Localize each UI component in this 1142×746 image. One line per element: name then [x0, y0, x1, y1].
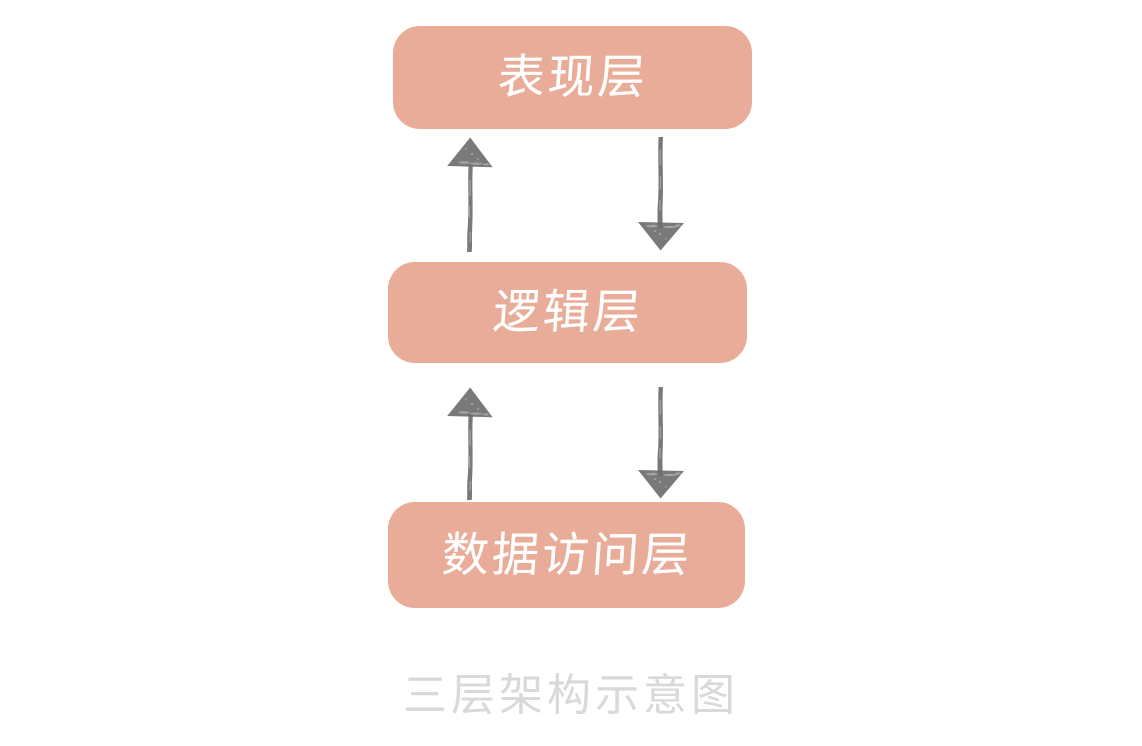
layer-box-presentation[interactable]: 表现层: [393, 26, 752, 129]
arrow-up-data-to-logic-icon: [442, 386, 498, 502]
diagram-caption: 三层架构示意图: [403, 670, 739, 721]
arrow-down-presentation-to-logic-icon: [628, 136, 698, 252]
layer-label-data-access: 数据访问层: [439, 527, 694, 583]
arrow-up-logic-to-presentation-icon: [442, 136, 498, 254]
layer-box-logic[interactable]: 逻辑层: [388, 262, 747, 363]
layer-box-data-access[interactable]: 数据访问层: [388, 502, 745, 608]
arrow-down-logic-to-data-icon: [628, 386, 698, 500]
layer-label-logic: 逻辑层: [490, 285, 645, 340]
layer-label-presentation: 表现层: [495, 50, 650, 105]
